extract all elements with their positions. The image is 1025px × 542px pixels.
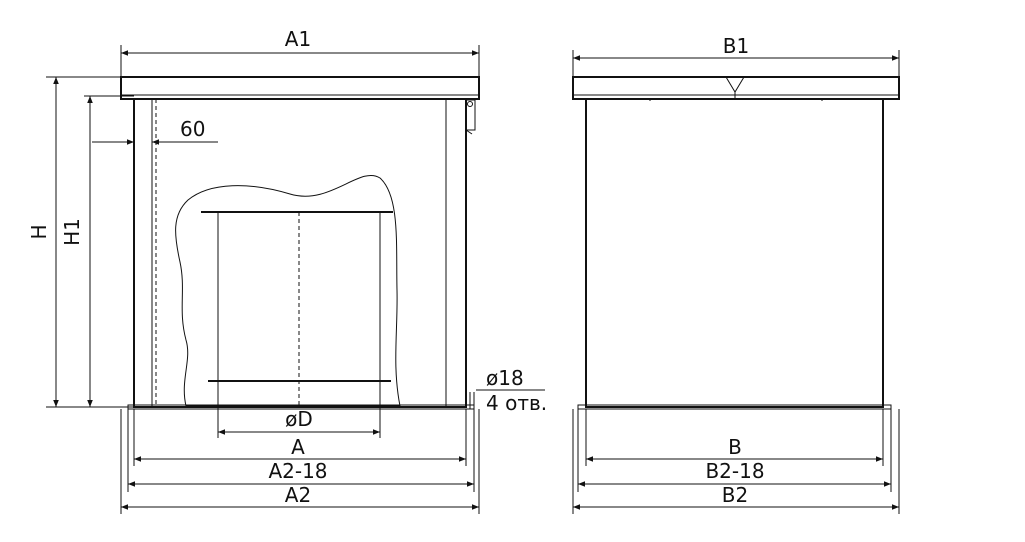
- dimension-b1: B1: [572, 34, 900, 77]
- label-b2-18: B2-18: [705, 459, 764, 483]
- front-view: A1 H H1 60 øD: [27, 27, 547, 514]
- dimension-b: B: [586, 435, 883, 462]
- inner-cylinder: [201, 211, 393, 406]
- cutaway-outline: [175, 175, 401, 407]
- dimension-h1: H1: [60, 95, 134, 407]
- label-a2-18: A2-18: [268, 459, 327, 483]
- label-d: øD: [285, 407, 313, 431]
- dimension-b2-18: B2-18: [578, 459, 891, 487]
- dimension-a1: A1: [120, 27, 480, 77]
- label-b: B: [728, 435, 742, 459]
- dimension-60: 60: [92, 117, 218, 145]
- side-body: [585, 98, 884, 408]
- label-hole-diameter: ø18: [486, 366, 524, 390]
- hinge-icon: [465, 99, 476, 135]
- hole-callout: ø18 4 отв.: [469, 366, 547, 415]
- label-b1: B1: [723, 34, 749, 58]
- label-a2: A2: [285, 483, 311, 507]
- front-lid: [120, 76, 480, 100]
- front-body: [133, 98, 467, 408]
- dimension-a2-18: A2-18: [128, 459, 474, 487]
- latch-icon: [725, 76, 745, 99]
- label-a1: A1: [285, 27, 311, 51]
- label-h1: H1: [60, 218, 84, 246]
- label-h: H: [27, 224, 51, 239]
- dimension-d: øD: [217, 406, 381, 438]
- label-b2: B2: [722, 483, 748, 507]
- label-60: 60: [180, 117, 205, 141]
- dimension-a: A: [134, 435, 466, 462]
- dimension-a2: A2: [121, 483, 479, 510]
- label-a: A: [291, 435, 305, 459]
- side-view: B1 B B2-18 B2: [572, 34, 900, 514]
- label-hole-count: 4 отв.: [486, 391, 547, 415]
- dimension-b2: B2: [573, 483, 899, 510]
- side-lid: [572, 76, 900, 100]
- side-base-flange: [577, 404, 892, 410]
